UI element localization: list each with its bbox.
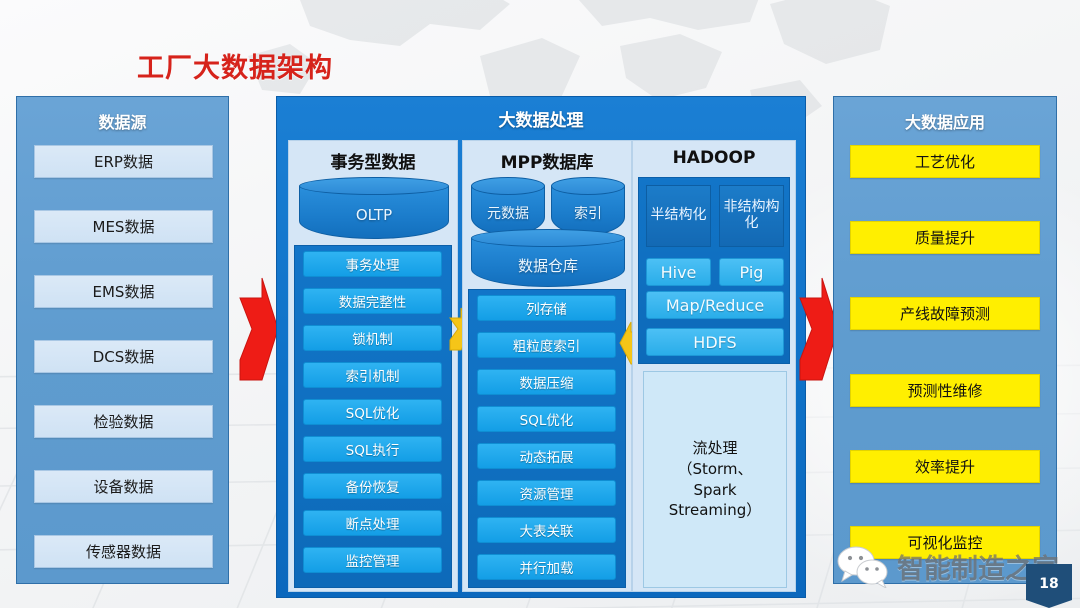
hadoop-column: HADOOP 半结构化 非结构构化 Hive Pig Map/Reduce HD… [632,140,796,592]
big-data-application-header: 大数据应用 [904,113,985,132]
chip-breakpoint-processing[interactable]: 断点处理 [303,510,442,536]
chip-sql-execution[interactable]: SQL执行 [303,436,442,462]
data-source-item-mes[interactable]: MES数据 [34,210,213,243]
data-warehouse-label: 数据仓库 [517,256,578,275]
data-source-item-dcs[interactable]: DCS数据 [34,340,213,373]
application-item-efficiency-improvement[interactable]: 效率提升 [850,450,1040,483]
cylinder-top [471,177,545,195]
chip-coarse-index[interactable]: 粗粒度索引 [477,332,616,358]
application-item-line-fault-prediction[interactable]: 产线故障预测 [850,297,1040,330]
hive-chip[interactable]: Hive [646,258,711,286]
chip-lock-mechanism[interactable]: 锁机制 [303,325,442,351]
oltp-label: OLTP [355,206,393,224]
mapreduce-chip[interactable]: Map/Reduce [646,291,784,319]
oltp-cylinder: OLTP [299,177,449,239]
data-source-item-ems[interactable]: EMS数据 [34,275,213,308]
transactional-data-column: 事务型数据 OLTP 事务处理 数据完整性 锁机制 索引机制 SQL优化 SQL… [288,140,458,592]
hadoop-stack-container: 半结构化 非结构构化 Hive Pig Map/Reduce HDFS [638,177,790,364]
flow-arrow-left [239,277,279,381]
chip-sql-optimization-mpp[interactable]: SQL优化 [477,406,616,432]
page-number-badge [1026,564,1072,608]
index-cylinder: 索引 [551,177,625,235]
metadata-cylinder: 元数据 [471,177,545,235]
data-warehouse-cylinder: 数据仓库 [471,229,625,287]
chip-columnar-storage[interactable]: 列存储 [477,295,616,321]
unstructured-box[interactable]: 非结构构化 [719,185,784,247]
application-item-process-optimization[interactable]: 工艺优化 [850,145,1040,178]
stream-processing-box[interactable]: 流处理 （Storm、 Spark Streaming） [643,371,787,588]
semi-structured-box[interactable]: 半结构化 [646,185,711,247]
mpp-database-header: MPP数据库 [500,153,594,173]
mpp-database-column: MPP数据库 元数据 索引 数据仓库 列存储 粗粒度索引 数据压缩 SQL优化 … [462,140,632,592]
page-number: 18 [1039,576,1059,592]
application-item-predictive-maintenance[interactable]: 预测性维修 [850,374,1040,407]
chip-monitoring-management[interactable]: 监控管理 [303,547,442,573]
chip-transaction-processing[interactable]: 事务处理 [303,251,442,277]
data-source-item-sensor[interactable]: 传感器数据 [34,535,213,568]
chip-data-compression[interactable]: 数据压缩 [477,369,616,395]
data-source-item-equipment[interactable]: 设备数据 [34,470,213,503]
chip-resource-management[interactable]: 资源管理 [477,480,616,506]
flow-arrow-right [799,277,839,381]
transactional-items-container: 事务处理 数据完整性 锁机制 索引机制 SQL优化 SQL执行 备份恢复 断点处… [294,245,452,588]
chip-backup-recovery[interactable]: 备份恢复 [303,473,442,499]
chip-sql-optimization[interactable]: SQL优化 [303,399,442,425]
big-data-application-panel: 大数据应用 工艺优化 质量提升 产线故障预测 预测性维修 效率提升 可视化监控 [833,96,1057,584]
page-title: 工厂大数据架构 [137,53,333,84]
chip-data-integrity[interactable]: 数据完整性 [303,288,442,314]
transactional-data-header: 事务型数据 [330,153,416,173]
data-source-item-inspection[interactable]: 检验数据 [34,405,213,438]
mpp-items-container: 列存储 粗粒度索引 数据压缩 SQL优化 动态拓展 资源管理 大表关联 并行加载 [468,289,626,588]
big-data-processing-panel: 大数据处理 事务型数据 OLTP 事务处理 数据完整性 锁机制 索引机制 SQL… [276,96,806,598]
chip-dynamic-expansion[interactable]: 动态拓展 [477,443,616,469]
hadoop-header: HADOOP [672,148,756,168]
cylinder-top [299,177,449,195]
application-item-visual-monitoring[interactable]: 可视化监控 [850,526,1040,559]
big-data-processing-header: 大数据处理 [498,111,584,131]
hdfs-chip[interactable]: HDFS [646,328,784,356]
index-label: 索引 [574,206,602,222]
cylinder-top [551,177,625,195]
chip-parallel-loading[interactable]: 并行加载 [477,554,616,580]
chip-index-mechanism[interactable]: 索引机制 [303,362,442,388]
cylinder-top [471,229,625,247]
data-source-panel: 数据源 ERP数据 MES数据 EMS数据 DCS数据 检验数据 设备数据 传感… [16,96,229,584]
pig-chip[interactable]: Pig [719,258,784,286]
chip-large-table-join[interactable]: 大表关联 [477,517,616,543]
cylinder-body [551,186,625,235]
application-item-quality-improvement[interactable]: 质量提升 [850,221,1040,254]
metadata-label: 元数据 [487,206,529,222]
data-source-header: 数据源 [98,113,147,132]
data-source-item-erp[interactable]: ERP数据 [34,145,213,178]
